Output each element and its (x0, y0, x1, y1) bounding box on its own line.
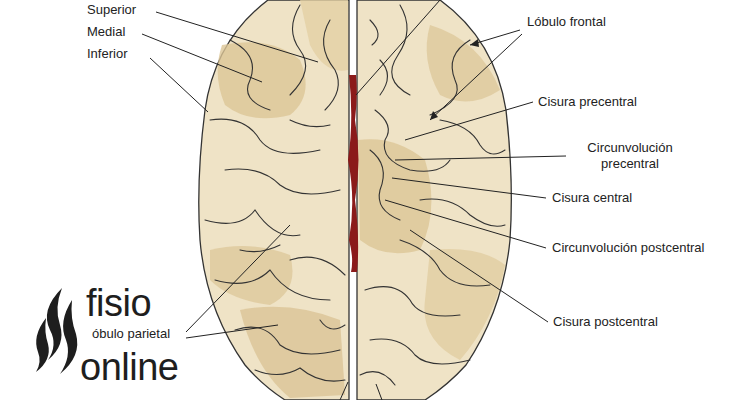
part-label: Superior (87, 2, 136, 18)
part-label: Lóbulo frontal (527, 14, 606, 30)
watermark-text: online (80, 348, 178, 386)
part-label: Medial (87, 24, 125, 40)
part-label: Cisura precentral (538, 94, 637, 110)
part-label: Inferior (87, 46, 127, 62)
part-label: Circunvolución precentral (569, 140, 691, 172)
part-label: Cisura central (552, 190, 632, 206)
part-label: Cisura postcentral (553, 314, 658, 330)
watermark-text: fisio (86, 284, 151, 322)
part-label: óbulo parietal (92, 326, 170, 342)
part-label: Circunvolución postcentral (552, 240, 704, 256)
